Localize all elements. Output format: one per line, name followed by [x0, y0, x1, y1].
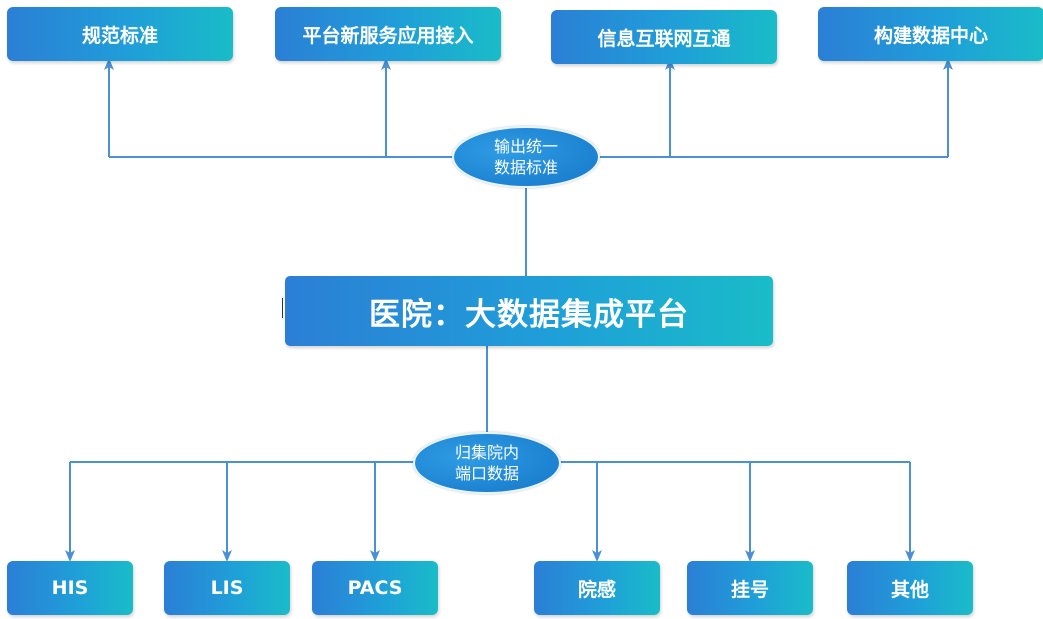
input-label-his: HIS: [51, 577, 89, 599]
output-label-3: 信息互联网互通: [597, 27, 731, 50]
input-box-lis: LIS: [164, 561, 290, 615]
output-box-3: 信息互联网互通: [551, 10, 777, 64]
input-label-yuangan: 院感: [577, 578, 616, 601]
output-box-1: 规范标准: [7, 7, 233, 61]
input-box-pacs: PACS: [312, 561, 438, 615]
output-box-4: 构建数据中心: [818, 7, 1043, 61]
input-node: 归集院内 端口数据: [413, 432, 561, 494]
output-label-2: 平台新服务应用接入: [302, 24, 474, 47]
output-node-line1: 输出统一: [493, 137, 558, 156]
output-label-1: 规范标准: [81, 24, 158, 47]
input-label-guahao: 挂号: [730, 578, 769, 601]
platform-box: 医院：大数据集成平台: [285, 276, 773, 346]
output-box-2: 平台新服务应用接入: [275, 7, 501, 61]
output-node: 输出统一 数据标准: [452, 126, 600, 188]
output-node-line2: 数据标准: [493, 158, 558, 177]
input-box-other: 其他: [847, 561, 973, 615]
input-node-line1: 归集院内: [454, 443, 519, 462]
platform-title: 医院：大数据集成平台: [369, 296, 689, 333]
input-node-line2: 端口数据: [454, 464, 519, 483]
input-label-other: 其他: [890, 578, 929, 601]
input-box-yuangan: 院感: [534, 561, 660, 615]
input-box-his: HIS: [7, 561, 133, 615]
platform-side-mark: [282, 298, 283, 318]
input-label-lis: LIS: [210, 577, 244, 599]
input-label-pacs: PACS: [347, 577, 403, 599]
input-box-guahao: 挂号: [687, 561, 813, 615]
output-label-4: 构建数据中心: [873, 24, 988, 47]
